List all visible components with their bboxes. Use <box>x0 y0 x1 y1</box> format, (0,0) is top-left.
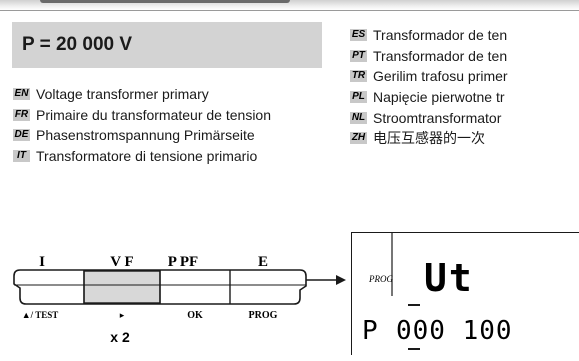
lang-code: NL <box>350 111 367 124</box>
lcd-value-prefix: P <box>362 316 378 346</box>
lang-row-it: IT Transformatore di tensione primario <box>13 146 271 167</box>
lang-code: IT <box>13 150 30 163</box>
lcd-value-digits: 000 100 <box>396 316 513 346</box>
lang-text: Voltage transformer primary <box>36 86 209 103</box>
language-list-left: EN Voltage transformer primary FR Primaire… <box>13 84 271 166</box>
lang-code: ES <box>350 29 367 42</box>
header-rule <box>0 0 579 11</box>
lang-row-nl: NL Stroomtransformator <box>350 107 508 128</box>
lang-text: Stroomtransformator <box>373 109 502 126</box>
lang-text: Gerilim trafosu primer <box>373 68 508 85</box>
key-label-e: E <box>258 254 268 270</box>
lcd-display: PROG Ut P 000 100 <box>351 232 579 355</box>
value-box-text: P = 20 000 V <box>22 34 133 55</box>
press-count: x 2 <box>110 329 130 345</box>
lang-row-en: EN Voltage transformer primary <box>13 84 271 105</box>
lang-row-pt: PT Transformador de ten <box>350 46 508 67</box>
lang-row-pl: PL Napięcie pierwotne tr <box>350 87 508 108</box>
lang-code: EN <box>13 88 30 101</box>
lang-text: Transformatore di tensione primario <box>36 148 258 165</box>
lang-text: Napięcie pierwotne tr <box>373 89 505 106</box>
key-sublabel-ok: OK <box>187 310 203 321</box>
lang-code: DE <box>13 129 30 142</box>
lang-row-de: DE Phasenstromspannung Primärseite <box>13 125 271 146</box>
lang-code: FR <box>13 108 30 121</box>
lang-row-es: ES Transformador de ten <box>350 25 508 46</box>
language-list-right: ES Transformador de ten PT Transformador d… <box>350 25 508 149</box>
lang-text: 电压互感器的一次 <box>373 130 485 147</box>
lang-text: Primaire du transformateur de tension <box>36 106 271 123</box>
lang-row-fr: FR Primaire du transformateur de tension <box>13 105 271 126</box>
lang-text: Transformador de ten <box>373 27 508 44</box>
value-box: P = 20 000 V <box>12 22 322 68</box>
active-key <box>83 270 161 304</box>
key-label-ppf: P PF <box>168 254 198 270</box>
lcd-code: Ut <box>424 256 474 300</box>
keypad-diagram: I V F P PF E ▲/ TEST ▸ OK PROG x 2 <box>13 254 346 345</box>
arrow-head-icon <box>336 275 346 285</box>
lang-code: PT <box>350 49 367 62</box>
lang-code: PL <box>350 91 367 104</box>
lang-code: ZH <box>350 132 367 145</box>
lang-text: Transformador de ten <box>373 47 508 64</box>
key-sublabel-prog: PROG <box>249 310 278 321</box>
lcd-mode-label: PROG <box>368 274 393 284</box>
key-sublabel-test: ▲/ TEST <box>22 310 59 320</box>
lang-text: Phasenstromspannung Primärseite <box>36 127 255 144</box>
key-label-vf: V F <box>110 254 133 270</box>
lang-row-zh: ZH 电压互感器的一次 <box>350 128 508 149</box>
key-sublabel-right: ▸ <box>120 310 125 320</box>
lcd-svg: PROG Ut P 000 100 <box>362 233 513 350</box>
key-label-i: I <box>39 254 45 270</box>
lang-code: TR <box>350 70 367 83</box>
lang-row-tr: TR Gerilim trafosu primer <box>350 66 508 87</box>
